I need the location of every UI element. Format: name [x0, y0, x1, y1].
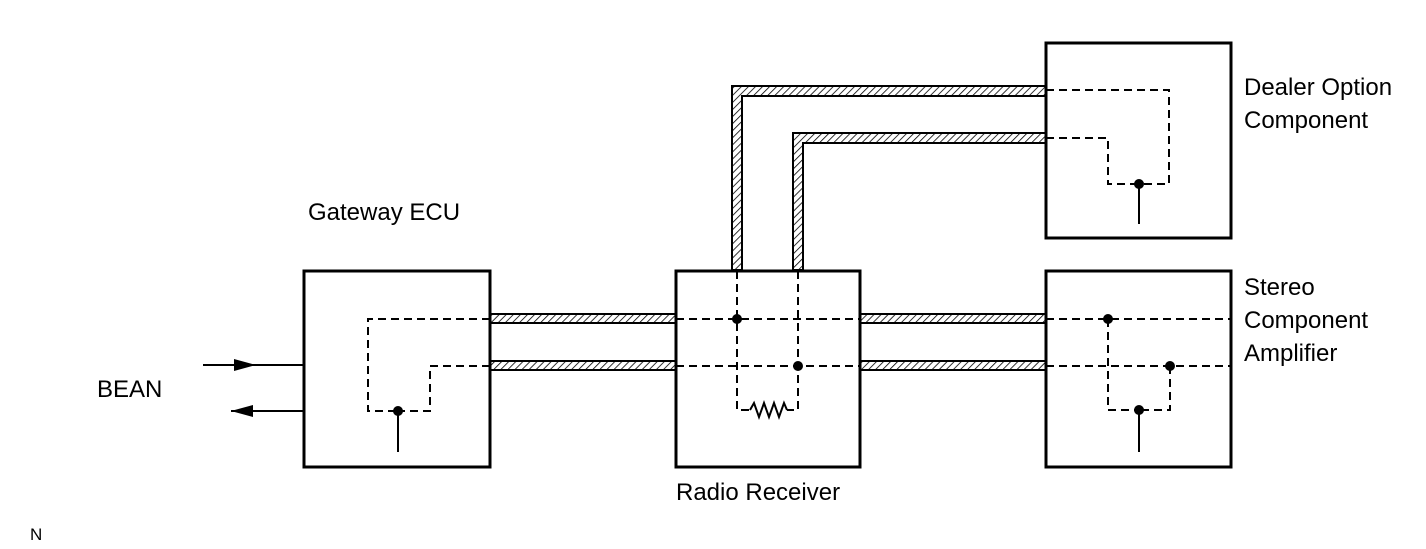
bus-radio-dealer-outer	[731, 85, 1047, 271]
radio-receiver-box	[674, 269, 862, 469]
radio-receiver-label: Radio Receiver	[676, 479, 841, 506]
dealer-option-label: Dealer Option Component	[1244, 71, 1392, 137]
gateway-ecu-label: Gateway ECU	[308, 199, 461, 226]
radio-internal-wiring	[676, 271, 860, 420]
stereo-label-line-3: Amplifier	[1244, 340, 1338, 367]
stereo-amplifier-label: Stereo Component Amplifier	[1244, 271, 1368, 370]
termination-resistor-icon	[749, 400, 788, 420]
dealer-label-line-1: Dealer Option	[1244, 74, 1393, 101]
dealer-label-line-2: Component	[1244, 107, 1369, 134]
arrow-left-icon	[231, 405, 253, 417]
gateway-ecu-box	[302, 269, 492, 469]
gateway-internal-wiring	[367, 318, 490, 452]
arrow-right-icon	[234, 359, 256, 371]
stereo-label-line-1: Stereo	[1244, 274, 1315, 301]
bus-radio-stereo-upper	[859, 313, 1047, 324]
bus-radio-dealer-inner	[792, 132, 1047, 271]
bus-radio-stereo-lower	[859, 360, 1047, 371]
stereo-label-line-2: Component	[1244, 307, 1369, 334]
stereo-internal-wiring	[1046, 314, 1231, 452]
bus-gateway-radio-lower	[489, 360, 677, 371]
bean-label: BEAN	[97, 376, 163, 403]
bus-gateway-radio-upper	[489, 313, 677, 324]
bean-arrows	[203, 359, 304, 417]
corner-code-label: N	[30, 525, 43, 544]
dealer-internal-wiring	[1046, 89, 1170, 224]
